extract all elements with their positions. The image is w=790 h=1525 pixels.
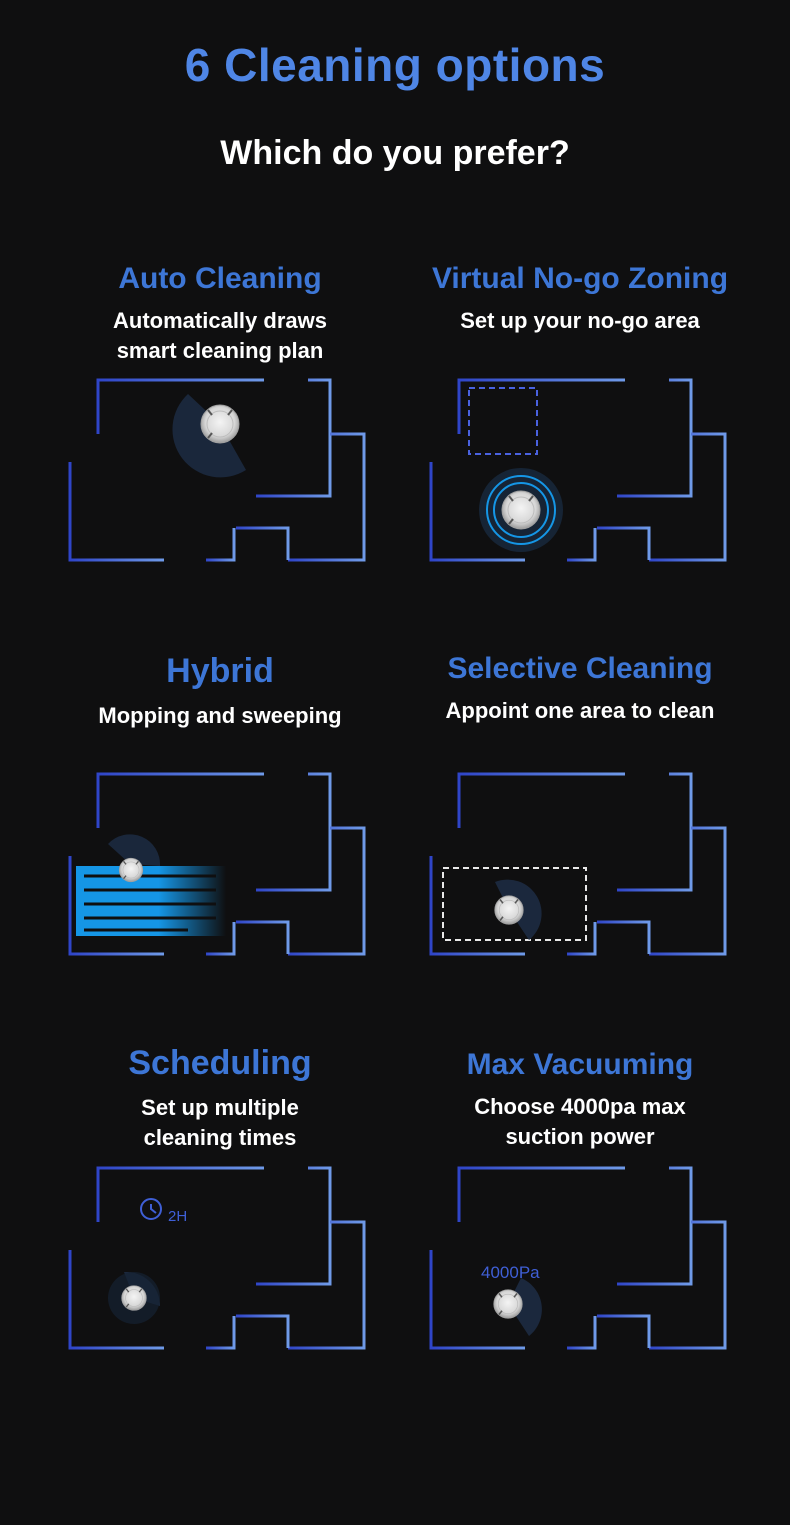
option-selective-cleaning: Selective Cleaning Appoint one area to c… xyxy=(415,652,745,726)
option-virtual-no-go-zoning: Virtual No-go Zoning Set up your no-go a… xyxy=(415,262,745,336)
option-scheduling: Scheduling Set up multiple cleaning time… xyxy=(55,1044,385,1153)
mop-path xyxy=(76,866,226,936)
option-max-vacuuming: Max Vacuuming Choose 4000pa max suction … xyxy=(415,1048,745,1152)
option-title: Virtual No-go Zoning xyxy=(431,262,729,295)
option-description: Automatically draws smart cleaning plan xyxy=(113,308,327,363)
page-subtitle: Which do you prefer? xyxy=(220,134,570,172)
option-description: Appoint one area to clean xyxy=(445,698,715,723)
floorplan-hybrid xyxy=(68,772,368,957)
floorplan-auto-cleaning xyxy=(68,378,368,563)
robot-vacuum-icon xyxy=(494,895,524,925)
signal-ring xyxy=(493,482,549,538)
page-title: 6 Cleaning options xyxy=(184,39,606,91)
robot-vacuum-icon xyxy=(493,1289,523,1319)
schedule-label: 2H xyxy=(168,1208,187,1225)
robot-vacuum-icon xyxy=(120,1285,148,1311)
robot-vacuum-icon xyxy=(118,857,144,883)
option-title: Auto Cleaning xyxy=(118,262,322,295)
floorplan-max-vacuuming: 4000Pa xyxy=(429,1166,729,1351)
option-description: Set up your no-go area xyxy=(460,308,700,333)
option-title: Max Vacuuming xyxy=(466,1048,694,1081)
option-auto-cleaning: Auto Cleaning Automatically draws smart … xyxy=(55,262,385,366)
option-description: Mopping and sweeping xyxy=(98,703,342,728)
robot-vacuum-icon xyxy=(200,404,240,444)
option-title: Scheduling xyxy=(128,1044,312,1082)
floorplan-selective-cleaning xyxy=(429,772,729,957)
option-title: Hybrid xyxy=(166,652,274,690)
no-go-zone xyxy=(468,387,538,455)
option-title: Selective Cleaning xyxy=(447,652,713,685)
option-description: Set up multiple cleaning times xyxy=(141,1095,299,1150)
robot-vacuum-icon xyxy=(501,490,541,530)
floorplan-no-go-zoning xyxy=(429,378,729,563)
option-hybrid: Hybrid Mopping and sweeping xyxy=(55,652,385,731)
option-description: Choose 4000pa max suction power xyxy=(474,1094,686,1149)
suction-power-label: 4000Pa xyxy=(481,1263,540,1282)
floorplan-scheduling: 2H xyxy=(68,1166,368,1351)
clock-icon xyxy=(140,1198,162,1220)
selected-area xyxy=(442,867,587,941)
signal-ring xyxy=(486,475,556,545)
